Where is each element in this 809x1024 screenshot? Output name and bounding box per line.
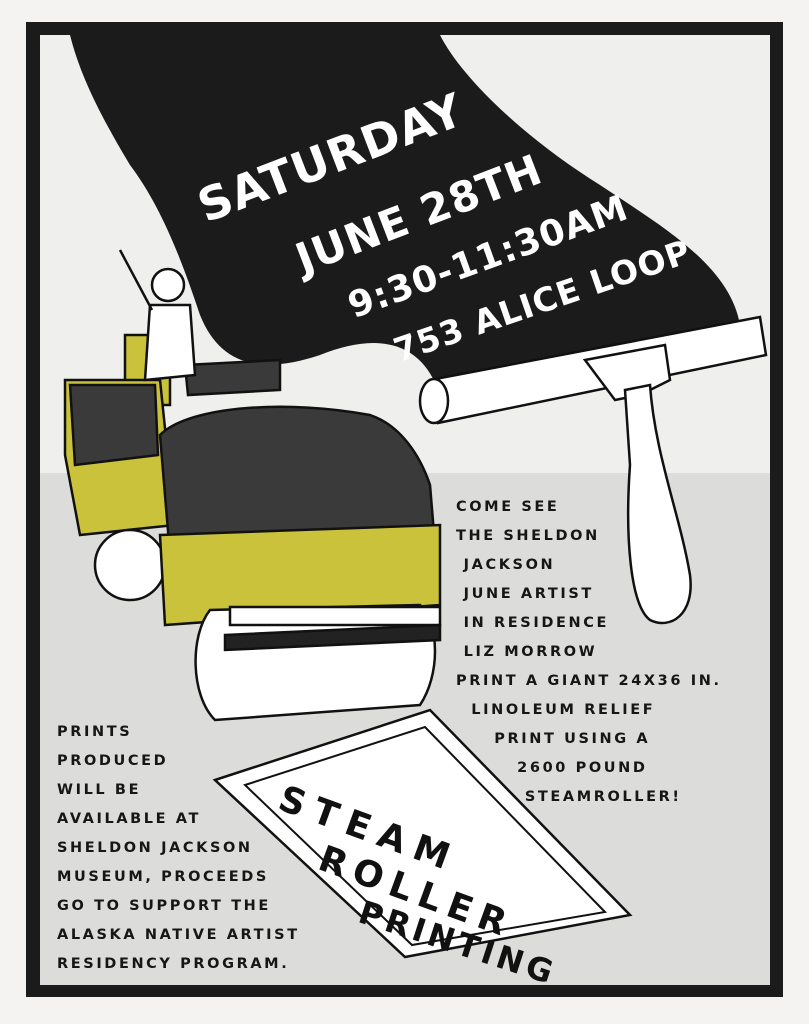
note-line: PRODUCED — [57, 753, 169, 769]
description-line: THE SHELDON — [456, 528, 600, 544]
description-line: JUNE ARTIST — [456, 586, 594, 602]
ink-banner — [70, 35, 740, 395]
description-line: PRINT USING A — [456, 731, 651, 747]
description-line: COME SEE — [456, 499, 560, 515]
illustration — [63, 35, 768, 959]
description-line: 2600 POUND — [456, 760, 648, 776]
poster: SATURDAY JUNE 28TH 9:30-11:30AM 753 ALIC… — [40, 35, 770, 985]
steamroller-icon — [63, 249, 442, 722]
note-line: AVAILABLE AT — [57, 811, 201, 827]
prints-note: PRINTS PRODUCED WILL BE AVAILABLE AT SHE… — [57, 718, 300, 979]
note-line: ALASKA NATIVE ARTIST — [57, 927, 300, 943]
description-line: STEAMROLLER! — [456, 789, 682, 805]
note-line: SHELDON JACKSON — [57, 840, 253, 856]
description-line: PRINT A GIANT 24X36 IN. — [456, 673, 722, 689]
description-line: LIZ MORROW — [456, 644, 598, 660]
description-line: JACKSON — [456, 557, 556, 573]
note-line: MUSEUM, PROCEEDS — [57, 869, 269, 885]
note-line: GO TO SUPPORT THE — [57, 898, 271, 914]
print-sheet — [212, 708, 633, 959]
event-description: COME SEE THE SHELDON JACKSON JUNE ARTIST… — [456, 493, 722, 812]
note-line: PRINTS — [57, 724, 133, 740]
description-line: LINOLEUM RELIEF — [456, 702, 656, 718]
brayer-roller-icon — [418, 315, 768, 625]
note-line: RESIDENCY PROGRAM. — [57, 956, 290, 972]
note-line: WILL BE — [57, 782, 142, 798]
description-line: IN RESIDENCE — [456, 615, 609, 631]
